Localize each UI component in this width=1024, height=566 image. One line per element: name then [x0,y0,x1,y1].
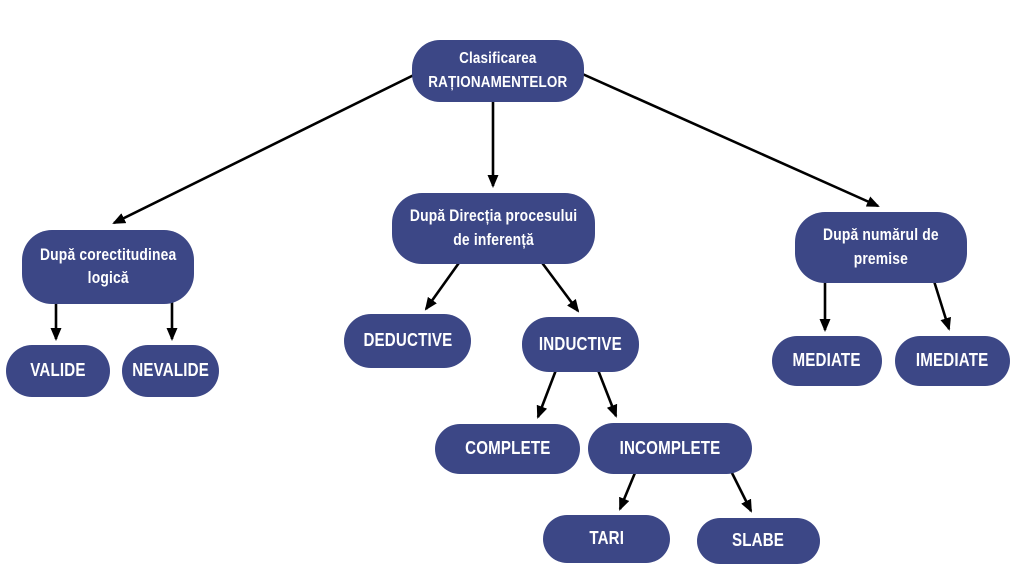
node-deductive-label: DEDUCTIVE [363,330,452,351]
node-slabe: SLABE [697,518,820,564]
node-mediate: MEDIATE [772,336,882,386]
node-tari: TARI [543,515,670,563]
edge-inductive-complete [536,369,558,419]
node-deductive: DEDUCTIVE [344,314,471,368]
edge-inductive-incomplete [596,369,618,418]
node-inductive-label: INDUCTIVE [538,333,623,354]
node-by-premise-count-label: După numărul de premise [823,226,939,268]
node-complete-label: COMPLETE [464,438,551,459]
node-imediate: IMEDIATE [895,336,1010,386]
node-by-inference-direction-label: După Direcția procesului de inferență [409,207,578,249]
node-imediate-label: IMEDIATE [916,350,989,371]
node-mediate-label: MEDIATE [792,350,862,371]
node-nevalide-label: NEVALIDE [132,360,209,381]
node-incomplete-label: INCOMPLETE [619,437,721,458]
edge-root-correct [112,68,425,225]
node-valide-label: VALIDE [30,360,86,381]
node-nevalide: NEVALIDE [122,345,219,397]
node-complete: COMPLETE [435,424,580,474]
edge-incomplete-slabe [727,466,753,513]
edge-direction-inductive [538,259,580,313]
node-tari-label: TARI [589,528,624,549]
node-inductive: INDUCTIVE [522,317,639,372]
node-incomplete: INCOMPLETE [588,423,752,474]
node-by-inference-direction: După Direcția procesului de inferență [392,193,595,264]
node-by-logical-correctness: După corectitudinea logică [22,230,194,304]
node-classification-root: Clasificarea RAȚIONAMENTELOR [412,40,584,102]
edge-incomplete-tari [618,467,639,511]
edge-root-premises [577,70,880,208]
node-valide: VALIDE [6,345,110,397]
edge-direction-deductive [424,259,463,311]
node-slabe-label: SLABE [732,530,785,551]
node-by-logical-correctness-label: După corectitudinea logică [39,245,177,287]
node-classification-root-label: Clasificarea RAȚIONAMENTELOR [428,50,568,91]
node-by-premise-count: După numărul de premise [795,212,967,283]
edge-premises-imediate [932,280,951,331]
